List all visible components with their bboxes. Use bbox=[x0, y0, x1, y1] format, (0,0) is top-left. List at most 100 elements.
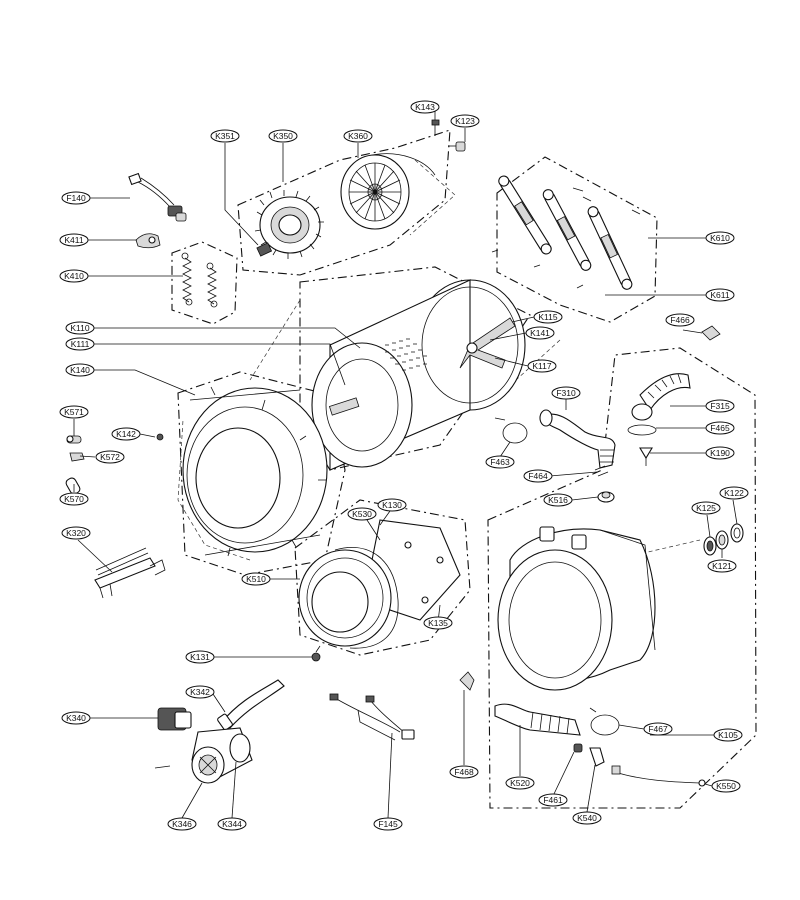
label-k125: K125 bbox=[691, 501, 721, 515]
label-k571: K571 bbox=[59, 405, 89, 419]
svg-text:K115: K115 bbox=[538, 312, 557, 322]
svg-text:F468: F468 bbox=[454, 767, 474, 777]
label-f468: F468 bbox=[449, 765, 479, 779]
outline-tub-group bbox=[487, 347, 757, 809]
tub-k105 bbox=[497, 526, 656, 691]
label-k516: K516 bbox=[543, 493, 573, 507]
label-f145: F145 bbox=[373, 817, 403, 831]
svg-text:K571: K571 bbox=[64, 407, 84, 417]
outline-spring-group bbox=[171, 241, 238, 325]
label-k105: K105 bbox=[713, 728, 743, 742]
label-k350: K350 bbox=[268, 129, 298, 143]
svg-text:F145: F145 bbox=[378, 819, 398, 829]
label-k410: K410 bbox=[59, 269, 89, 283]
clip-f466 bbox=[701, 325, 721, 341]
valve-k190 bbox=[639, 447, 653, 466]
dampers-k610 bbox=[491, 175, 641, 290]
outline-front-group bbox=[177, 371, 346, 576]
svg-text:K610: K610 bbox=[710, 233, 730, 243]
label-k540: K540 bbox=[572, 811, 602, 825]
label-k610: K610 bbox=[705, 231, 735, 245]
drum-k110 bbox=[311, 279, 526, 471]
svg-text:F465: F465 bbox=[710, 423, 730, 433]
outline-damper-group bbox=[496, 156, 658, 323]
wire-harness-f145 bbox=[329, 693, 415, 741]
svg-text:K346: K346 bbox=[172, 819, 192, 829]
label-f467: F467 bbox=[643, 722, 673, 736]
part-k516 bbox=[597, 491, 615, 503]
label-k140: K140 bbox=[65, 363, 95, 377]
outline-motor-group bbox=[237, 129, 451, 276]
svg-text:K572: K572 bbox=[100, 452, 120, 462]
leader-lines bbox=[73, 106, 738, 819]
svg-text:K122: K122 bbox=[724, 488, 744, 498]
label-k346: K346 bbox=[167, 817, 197, 831]
clamp-f463 bbox=[494, 417, 528, 444]
label-f465: F465 bbox=[705, 421, 735, 435]
label-k344: K344 bbox=[217, 817, 247, 831]
fittings-f461-k540 bbox=[573, 743, 605, 767]
label-f463: F463 bbox=[485, 455, 515, 469]
label-f461: F461 bbox=[538, 793, 568, 807]
svg-text:F467: F467 bbox=[648, 724, 668, 734]
front-tub-k140 bbox=[182, 386, 328, 557]
hose-k342 bbox=[217, 679, 285, 731]
svg-text:K143: K143 bbox=[415, 102, 435, 112]
label-k320: K320 bbox=[61, 526, 91, 540]
svg-text:K530: K530 bbox=[352, 509, 372, 519]
svg-text:F315: F315 bbox=[710, 401, 730, 411]
label-k142: K142 bbox=[111, 427, 141, 441]
svg-text:K140: K140 bbox=[70, 365, 90, 375]
svg-text:K121: K121 bbox=[712, 561, 732, 571]
label-k520: K520 bbox=[505, 776, 535, 790]
label-f310: F310 bbox=[551, 386, 581, 400]
parts bbox=[65, 119, 744, 787]
label-k530: K530 bbox=[347, 507, 377, 521]
rotor-k360 bbox=[340, 153, 436, 230]
label-k570: K570 bbox=[59, 492, 89, 506]
svg-text:K340: K340 bbox=[66, 713, 86, 723]
bearings-k12x bbox=[703, 523, 744, 556]
screw-k131 bbox=[311, 645, 321, 662]
svg-text:K105: K105 bbox=[718, 730, 738, 740]
guide-line-3 bbox=[409, 159, 456, 236]
svg-text:F464: F464 bbox=[528, 471, 548, 481]
svg-text:K360: K360 bbox=[348, 131, 368, 141]
svg-text:K320: K320 bbox=[66, 528, 86, 538]
label-f140: F140 bbox=[61, 191, 91, 205]
label-k115: K115 bbox=[533, 310, 563, 324]
wire-harness-f140 bbox=[128, 172, 187, 222]
label-k123: K123 bbox=[450, 114, 480, 128]
svg-text:F461: F461 bbox=[543, 795, 563, 805]
bellows-hose-f315 bbox=[631, 373, 691, 421]
screw-k142 bbox=[156, 433, 164, 441]
sensor-k550 bbox=[611, 765, 706, 787]
label-k121: K121 bbox=[707, 559, 737, 573]
svg-text:K125: K125 bbox=[696, 503, 716, 513]
label-k111: K111 bbox=[65, 337, 95, 351]
svg-text:F140: F140 bbox=[66, 193, 86, 203]
label-k510: K510 bbox=[241, 572, 271, 586]
bolts-k143-k123 bbox=[431, 119, 466, 152]
svg-text:K510: K510 bbox=[246, 574, 266, 584]
svg-text:F463: F463 bbox=[490, 457, 510, 467]
label-k143: K143 bbox=[410, 100, 440, 114]
ring-f465 bbox=[627, 424, 657, 436]
assembly-outlines bbox=[171, 129, 757, 809]
sensor-k411 bbox=[135, 233, 161, 249]
svg-text:K342: K342 bbox=[190, 687, 210, 697]
label-k342: K342 bbox=[185, 685, 215, 699]
label-f315: F315 bbox=[705, 399, 735, 413]
svg-text:K110: K110 bbox=[70, 323, 89, 333]
label-k117: K117 bbox=[527, 359, 557, 373]
door-gasket-k510 bbox=[298, 547, 399, 649]
svg-text:K117: K117 bbox=[532, 361, 551, 371]
svg-text:K142: K142 bbox=[116, 429, 136, 439]
label-k131: K131 bbox=[185, 650, 215, 664]
drain-pump-k340 bbox=[154, 707, 253, 784]
label-f466: F466 bbox=[665, 313, 695, 327]
label-k135: K135 bbox=[423, 616, 453, 630]
svg-text:F310: F310 bbox=[556, 388, 576, 398]
part-labels: K143 K123 K351 K350 K360 F140 K411 K410 … bbox=[59, 100, 749, 831]
